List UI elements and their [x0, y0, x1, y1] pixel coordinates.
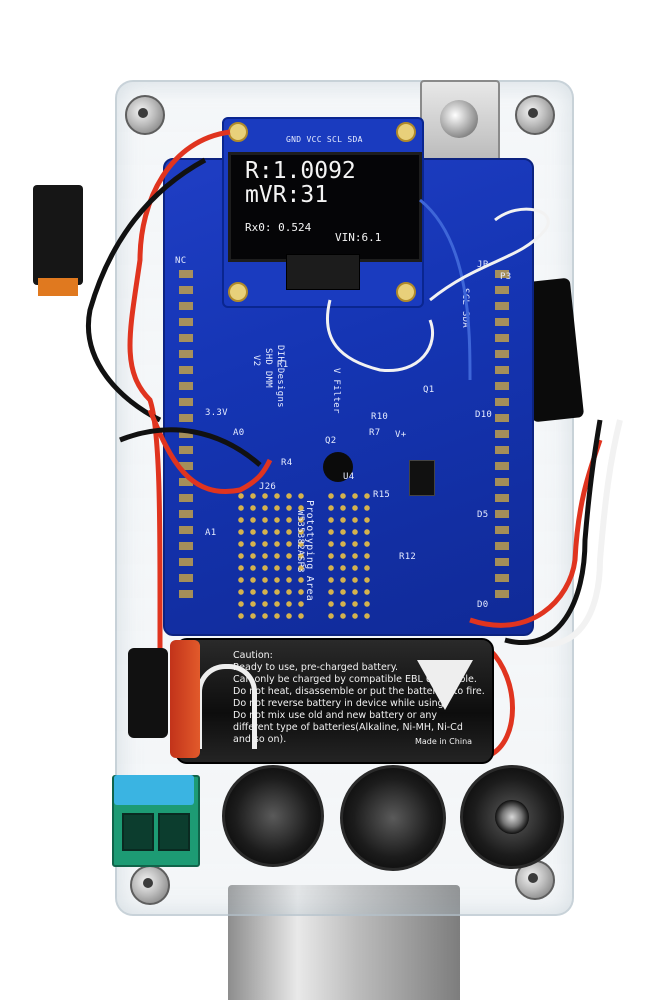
ic-chip [409, 460, 435, 496]
oled-ribbon-cable [286, 254, 360, 290]
nc-label: NC [175, 256, 187, 266]
pin-d0-label: D0 [477, 600, 489, 610]
battery-line4: Do not reverse battery in device while u… [233, 698, 447, 709]
pin-3v3-label: 3.3V [205, 408, 228, 418]
battery-made-in: Made in China [415, 737, 473, 746]
oled-display: R:1.0092 mVR:31 Rx0: 0.524 VIN:6.1 [228, 152, 422, 262]
battery-line6: different type of batteries(Alkaline, Ni… [233, 722, 463, 733]
oled-mvr-reading: mVR:31 [245, 182, 329, 208]
pin-a0-label: A0 [233, 428, 245, 438]
battery-line2: Can only be charged by compatible EBL US… [233, 674, 477, 685]
black-wire-right [504, 419, 603, 645]
switch-orange-band [38, 278, 78, 296]
white-wire-top-right [429, 207, 550, 302]
q2-label: Q2 [325, 436, 337, 446]
terminal-slot-2 [158, 813, 190, 851]
battery-line7: and so on). [233, 734, 287, 745]
white-wire-top [325, 299, 435, 373]
oled-mount-hole-tr [396, 122, 416, 142]
u4-label: U4 [343, 472, 355, 482]
jp-label: JP [477, 260, 489, 270]
r10-label: R10 [371, 412, 389, 422]
white-wire-right [519, 419, 623, 648]
battery-line5: Do not mix use old and new battery or an… [233, 710, 438, 721]
terminal-screw-top [114, 775, 194, 805]
battery-caution: Caution: [233, 650, 273, 661]
red-wire-bottom [469, 439, 603, 628]
r7-label: R7 [369, 428, 381, 438]
prototyping-grid-right [325, 490, 375, 620]
red-wire-left [127, 129, 231, 660]
rechargeable-battery: Caution: Ready to use, pre-charged batte… [175, 638, 494, 764]
terminal-slot-1 [122, 813, 154, 851]
screw-top-right [515, 95, 555, 135]
battery-end-cap [170, 640, 200, 758]
red-wire-bottom-right [488, 648, 515, 758]
screw-top-left [125, 95, 165, 135]
black-wire-left [86, 157, 207, 423]
right-header-row [495, 270, 509, 600]
slide-switch[interactable] [33, 185, 83, 285]
metal-stand [228, 885, 460, 1000]
pin-d5-label: D5 [477, 510, 489, 520]
battery-line1: Ready to use, pre-charged battery. [233, 662, 398, 673]
oled-header-pins-label: GND VCC SCL SDA [286, 135, 363, 144]
pin-a1-label: A1 [205, 528, 217, 538]
dc-barrel-jack[interactable] [460, 765, 564, 869]
pin-d10-label: D10 [475, 410, 493, 420]
r15-label: R15 [373, 490, 391, 500]
recycle-bin-icon [417, 660, 473, 710]
black-wire-mid [119, 427, 262, 467]
red-wire-mid [147, 409, 273, 494]
fuse-holder [222, 765, 324, 867]
prototyping-grid-left [235, 490, 305, 620]
oled-mount-hole-bl [228, 282, 248, 302]
probe-socket [340, 765, 446, 871]
vplus-label: V+ [395, 430, 407, 440]
battery-line3: Do not heat, disassemble or put the batt… [233, 686, 485, 697]
left-connector [128, 648, 168, 738]
transistor-q2 [323, 452, 353, 482]
oled-rx0-reading: Rx0: 0.524 [245, 221, 312, 234]
p3-label: P3 [500, 272, 512, 282]
oled-vin-reading: VIN:6.1 [335, 231, 382, 244]
screw-bottom-left [130, 865, 170, 905]
blue-wire-top [419, 198, 472, 381]
r1-label: R1 [277, 360, 289, 370]
r12-label: R12 [399, 552, 417, 562]
oled-mount-hole-br [396, 282, 416, 302]
left-header-row [179, 270, 193, 600]
r4-label: R4 [281, 458, 293, 468]
toggle-switch[interactable] [420, 80, 500, 172]
oled-resistance-reading: R:1.0092 [245, 158, 356, 184]
j26-label: J26 [259, 482, 277, 492]
q1-label: Q1 [423, 385, 435, 395]
